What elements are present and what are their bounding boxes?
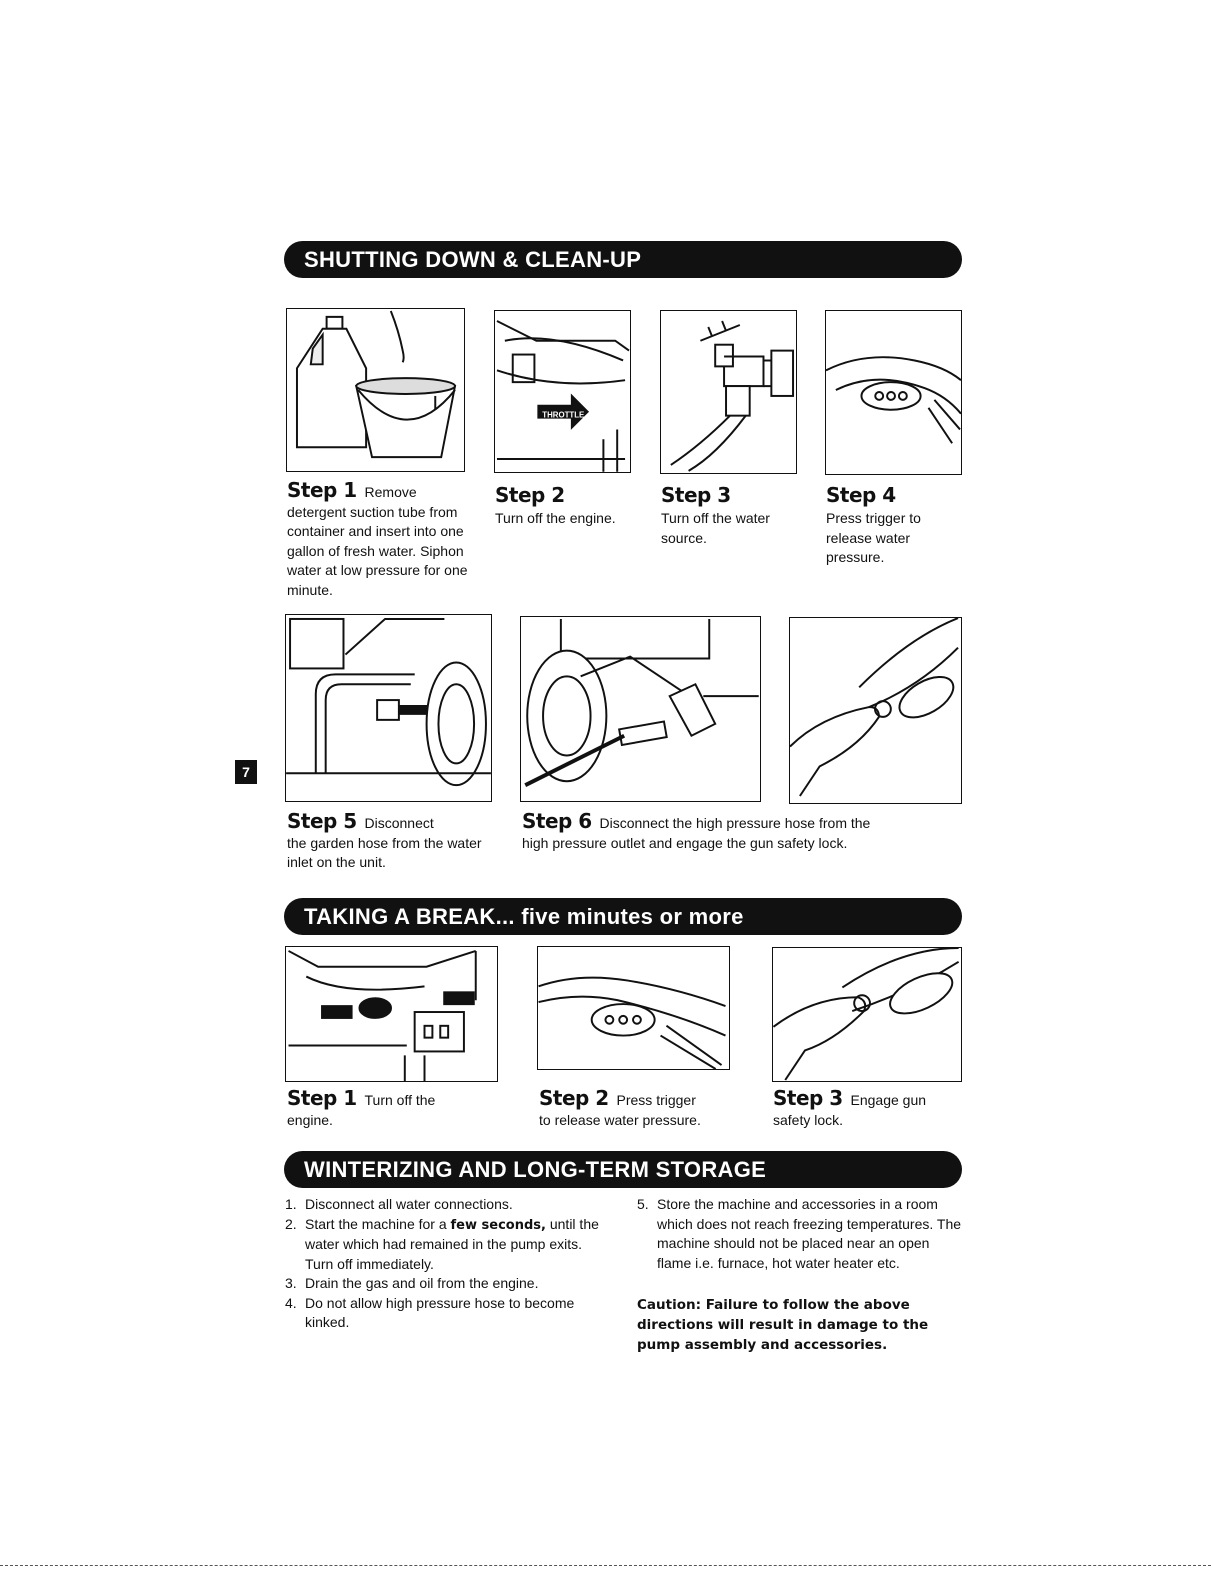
step-label: Step 6 [522,809,592,833]
break-step-1: Step 1 Turn off the engine. [287,1086,507,1130]
item-number: 2. [285,1215,297,1232]
step-text-inline: Engage gun [850,1092,927,1108]
break-step-2: Step 2 Press trigger to release water pr… [539,1086,759,1130]
step-text-inline: Disconnect the high pressure hose from t… [599,815,871,831]
garden-hose-inlet-illustration [285,614,492,802]
item-number: 1. [285,1196,297,1212]
throttle-engine-illustration: THROTTLE [494,310,631,473]
item-text: Drain the gas and oil from the engine. [305,1275,539,1291]
section-banner-shutdown: SHUTTING DOWN & CLEAN-UP [284,241,962,278]
shutdown-step-5: Step 5 Disconnect the garden hose from t… [287,809,487,873]
step-label: Step 5 [287,809,357,833]
trigger-release-illustration [537,946,730,1070]
item-text: Do not allow high pressure hose to becom… [305,1294,575,1331]
section-banner-winterizing: WINTERIZING AND LONG-TERM STORAGE [284,1151,962,1188]
step-text: the garden hose from the water inlet on … [287,834,482,871]
list-item: 4. Do not allow high pressure hose to bec… [285,1294,607,1333]
step-text: safety lock. [773,1111,844,1128]
break-step-3: Step 3 Engage gun safety lock. [773,1086,963,1130]
shutdown-step-4: Step 4 Press trigger to release water pr… [826,481,946,568]
step-label: Step 3 [661,483,731,507]
step-label: Step 2 [539,1086,609,1110]
item-text: Store the machine and accessories in a r… [657,1196,962,1271]
shutdown-step-6: Step 6 Disconnect the high pressure hose… [522,809,942,853]
step-text: detergent suction tube from container an… [287,503,468,598]
step-text: high pressure outlet and engage the gun … [522,834,848,851]
engine-switch-illustration [285,946,498,1082]
break-safety-lock-illustration [772,947,962,1082]
item-bold-text: few seconds, [450,1217,546,1233]
step-text: Turn off the water source. [661,510,770,546]
step-text-inline: Turn off the [364,1092,436,1108]
item-text: Disconnect all water connections. [305,1196,513,1212]
step-text-inline: Disconnect [364,815,434,831]
step-text-inline: Remove [364,484,417,500]
spray-gun-trigger-illustration [825,310,962,475]
section-banner-break: TAKING A BREAK... five minutes or more [284,898,962,935]
step-text: to release water pressure. [539,1111,701,1128]
step-text-inline: Press trigger [616,1092,696,1108]
step-text: Turn off the engine. [495,510,616,526]
step-label: Step 4 [826,483,896,507]
item-number: 5. [637,1196,649,1212]
shutdown-step-3: Step 3 Turn off the water source. [661,481,801,548]
item-number: 4. [285,1294,297,1311]
list-item: 1. Disconnect all water connections. [285,1195,607,1215]
winterizing-list-right: 5. Store the machine and accessories in a… [637,1195,962,1273]
item-text: until the water which had remained in th… [305,1215,599,1272]
step-label: Step 2 [495,483,565,507]
detergent-bucket-illustration [286,308,465,472]
shutdown-step-2: Step 2 Turn off the engine. [495,481,625,529]
gun-safety-lock-illustration [789,617,962,804]
step-text: Press trigger to release water pressure. [826,510,921,565]
shutdown-step-1: Step 1 Remove detergent suction tube fro… [287,478,487,600]
throttle-label: THROTTLE [542,411,584,420]
step-text: engine. [287,1111,333,1128]
step-label: Step 3 [773,1086,843,1110]
step-label: Step 1 [287,1086,357,1110]
list-item: 3. Drain the gas and oil from the engine. [285,1274,607,1294]
water-faucet-illustration [660,310,797,474]
winterizing-list-left: 1. Disconnect all water connections. 2. St… [285,1195,607,1333]
item-text: Start the machine for a [305,1215,451,1232]
caution-note: Caution: Failure to follow the above dir… [637,1297,929,1353]
list-item: 5. Store the machine and accessories in a… [637,1195,962,1273]
page-bottom-rule [0,1565,1211,1566]
page-number: 7 [235,760,257,784]
item-number: 3. [285,1275,297,1291]
step-label: Step 1 [287,478,357,502]
high-pressure-outlet-illustration [520,616,761,802]
list-item: 2. Start the machine for a few seconds, u… [285,1215,607,1275]
